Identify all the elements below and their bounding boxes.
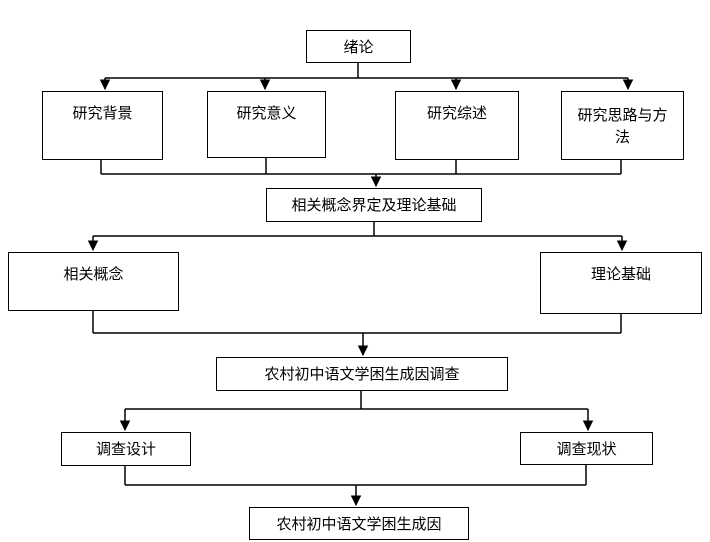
node-research-approach: 研究思路与方法 — [561, 91, 684, 160]
node-causes-result: 农村初中语文学困生成因 — [249, 507, 469, 540]
node-research-significance: 研究意义 — [207, 91, 326, 158]
node-research-background: 研究背景 — [42, 91, 163, 160]
node-research-background-label: 研究背景 — [72, 104, 133, 122]
node-cause-survey-label: 农村初中语文学困生成因调查 — [264, 365, 460, 383]
node-survey-design-label: 调查设计 — [95, 440, 156, 458]
node-survey-design: 调查设计 — [61, 432, 191, 466]
node-causes-result-label: 农村初中语文学困生成因 — [276, 514, 442, 533]
node-survey-status-label: 调查现状 — [556, 439, 617, 458]
node-cause-survey: 农村初中语文学困生成因调查 — [216, 357, 508, 391]
node-literature-review: 研究综述 — [395, 91, 519, 160]
node-research-significance-label: 研究意义 — [236, 104, 297, 122]
node-literature-review-label: 研究综述 — [426, 104, 487, 122]
node-related-concepts-label: 相关概念 — [63, 265, 124, 283]
node-theoretical-basis-label: 理论基础 — [590, 265, 651, 283]
node-concepts-and-theory-label: 相关概念界定及理论基础 — [291, 196, 457, 214]
node-research-approach-label: 研究思路与方法 — [577, 105, 668, 146]
node-related-concepts: 相关概念 — [8, 252, 179, 311]
node-concepts-and-theory: 相关概念界定及理论基础 — [266, 188, 482, 222]
node-introduction-label: 绪论 — [343, 37, 374, 56]
node-survey-status: 调查现状 — [520, 432, 653, 465]
node-introduction: 绪论 — [306, 30, 411, 63]
node-theoretical-basis: 理论基础 — [540, 252, 702, 314]
